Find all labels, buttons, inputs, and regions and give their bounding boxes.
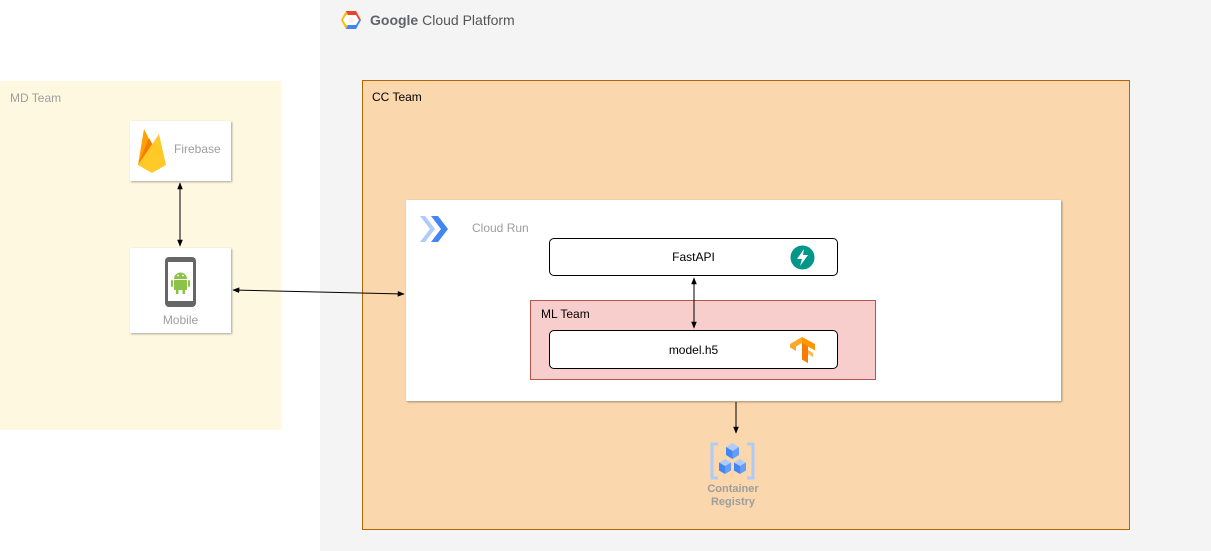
- container-registry-icon: [710, 442, 755, 480]
- container-registry-label-line2: Registry: [710, 496, 756, 508]
- fastapi-label: FastAPI: [672, 250, 715, 264]
- firebase-icon: [138, 129, 166, 173]
- cloud-run-label: Cloud Run: [472, 221, 529, 235]
- container-registry-label: Container Registry: [690, 483, 776, 509]
- md-team-label: MD Team: [10, 91, 62, 105]
- android-phone-icon: [165, 257, 196, 307]
- gcp-title: Google Cloud Platform: [340, 8, 515, 32]
- gcp-brand: Google: [370, 12, 419, 28]
- mobile-label: Mobile: [162, 313, 199, 327]
- google-cloud-icon: [341, 11, 361, 29]
- container-registry-label-line1: Container: [707, 483, 759, 495]
- cloud-run-icon: [420, 216, 448, 242]
- firebase-node[interactable]: [130, 121, 231, 181]
- mobile-cloudrun-connector[interactable]: [232, 287, 405, 297]
- ml-team-label: ML Team: [541, 307, 590, 321]
- model-label: model.h5: [668, 342, 719, 357]
- firebase-label: Firebase: [174, 142, 221, 156]
- tensorflow-icon: [790, 337, 815, 363]
- fastapi-icon: [790, 245, 815, 270]
- model-node[interactable]: model.h5: [549, 330, 838, 369]
- fastapi-node[interactable]: FastAPI: [549, 238, 838, 276]
- cc-team-label: CC Team: [372, 90, 422, 104]
- mobile-node[interactable]: [130, 248, 231, 333]
- gcp-product: Cloud Platform: [422, 12, 515, 28]
